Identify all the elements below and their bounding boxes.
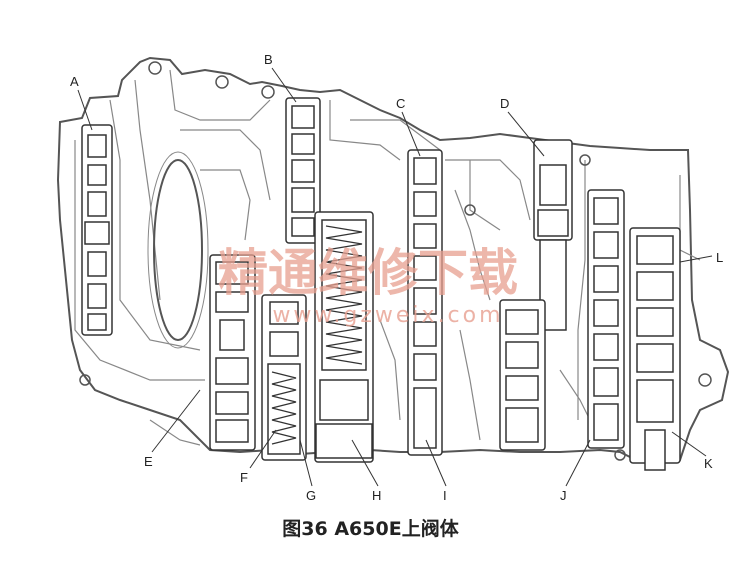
spring-h <box>325 225 363 365</box>
watermark-cn: 精通维修下载 <box>218 243 518 302</box>
valve-k-l <box>629 227 681 471</box>
valve-b <box>285 97 321 244</box>
valve-f-g <box>261 294 307 461</box>
label-g: G <box>306 488 316 503</box>
label-j: J <box>560 488 567 503</box>
valve-j <box>587 189 625 449</box>
leader-lines <box>77 67 713 487</box>
oval-opening <box>153 159 203 341</box>
spring-g <box>271 371 297 445</box>
valve-body-diagram: 精通维修下载 www.gzweix.com A B C D E F G H I … <box>56 52 730 503</box>
figure-caption: 图36 A650E上阀体 <box>282 518 459 540</box>
valve-a <box>81 124 113 336</box>
label-k: K <box>704 456 713 471</box>
label-h: H <box>372 488 381 503</box>
label-l: L <box>716 250 723 265</box>
label-e: E <box>144 454 153 469</box>
label-b: B <box>264 52 273 67</box>
label-d: D <box>500 96 509 111</box>
label-i: I <box>443 488 447 503</box>
bolt-holes <box>79 61 712 461</box>
valve-e <box>209 254 256 451</box>
label-a: A <box>70 74 79 89</box>
valve-body-outline <box>56 56 730 464</box>
watermark-url: www.gzweix.com <box>272 303 503 328</box>
label-f: F <box>240 470 248 485</box>
label-c: C <box>396 96 405 111</box>
valve-c-i <box>407 149 443 456</box>
valve-middle <box>499 299 546 451</box>
